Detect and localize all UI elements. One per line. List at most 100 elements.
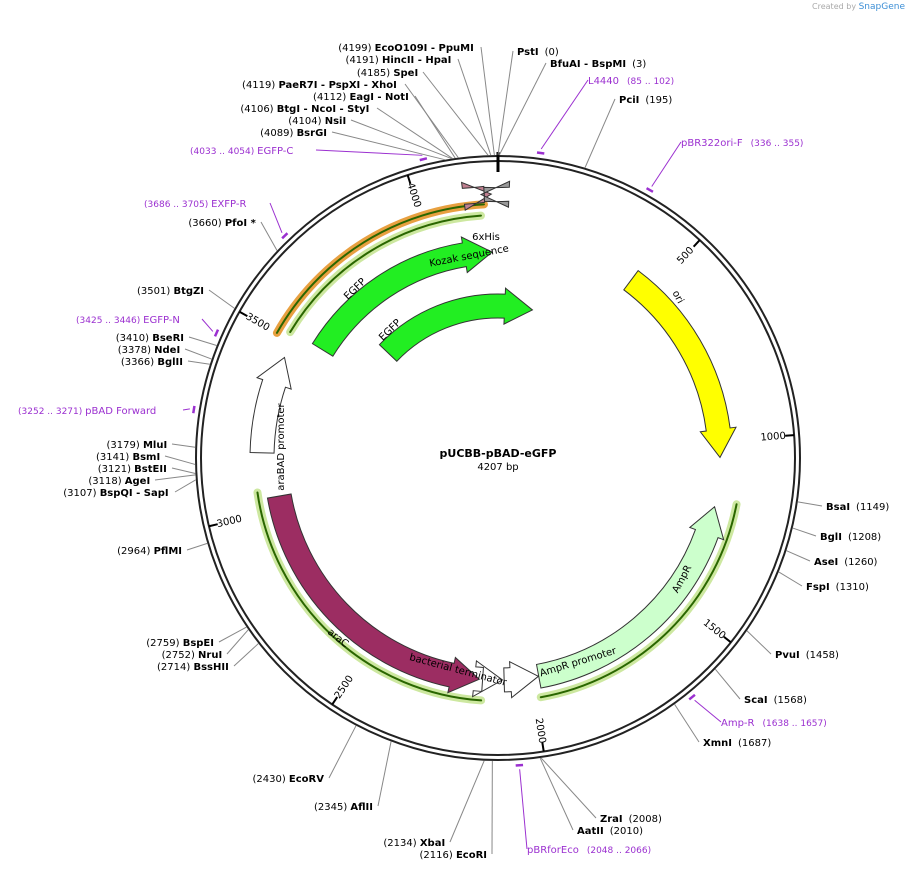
enzyme-site[interactable]: (2759) BspEI [146, 638, 214, 649]
feature-egfp-inner[interactable] [378, 287, 534, 362]
enzyme-connector [154, 474, 196, 481]
plasmid-length: 4207 bp [477, 462, 518, 473]
enzyme-site[interactable]: PciI(195) [619, 95, 672, 106]
enzyme-site[interactable]: AatII(2010) [577, 826, 643, 837]
enzyme-site[interactable]: (3378) NdeI [118, 345, 180, 356]
enzyme-position: (2008) [629, 814, 662, 825]
enzyme-site[interactable]: (3410) BseRI [116, 333, 184, 344]
enzyme-name: PaeR7I - PspXI - XhoI [278, 80, 396, 91]
selection-highlights [253, 200, 741, 705]
primer-site[interactable]: pBR322ori-F(336 .. 355) [681, 138, 803, 149]
snapgene-logo-text: SnapGene [858, 2, 905, 12]
enzyme-position: (2430) [252, 774, 288, 785]
enzyme-site[interactable]: ZraI(2008) [600, 814, 662, 825]
primer-site[interactable]: (3686 .. 3705) EXFP-R [144, 199, 246, 210]
enzyme-connector [164, 455, 196, 465]
enzyme-site[interactable]: (3501) BtgZI [137, 286, 204, 297]
enzyme-name: BssHII [193, 662, 228, 673]
tick-label-4000: 4000 [404, 181, 422, 209]
enzyme-site[interactable]: (3107) BspQI - SapI [63, 488, 168, 499]
enzyme-position: (1260) [844, 557, 877, 568]
egfp-highlight-line [289, 214, 482, 334]
primer-site[interactable]: (3252 .. 3271) pBAD Forward [18, 406, 156, 417]
enzyme-connector [584, 98, 616, 168]
enzyme-connector [233, 643, 259, 667]
feature-ampr-promoter[interactable] [503, 660, 540, 699]
enzyme-position: (1149) [856, 502, 889, 513]
enzyme-site[interactable]: (4119) PaeR7I - PspXI - XhoI [242, 80, 397, 91]
tick-label-1500: 1500 [701, 617, 728, 641]
enzyme-position: (1208) [848, 532, 881, 543]
feature-arac[interactable] [266, 493, 481, 694]
enzyme-name: SpeI [393, 68, 418, 79]
enzyme-site[interactable]: ScaI(1568) [744, 695, 807, 706]
enzyme-site[interactable]: BfuAI - BspMI (3) [550, 59, 646, 70]
primer-site[interactable]: pBRforEco(2048 .. 2066) [527, 845, 651, 856]
enzyme-position: (4112) [313, 92, 349, 103]
enzyme-site[interactable]: (4185) SpeI [357, 68, 418, 79]
feature-kozak-sequence[interactable] [479, 180, 511, 208]
enzyme-site[interactable]: (4112) EagI - NotI [313, 92, 409, 103]
enzyme-site[interactable]: BglI(1208) [820, 532, 881, 543]
primer-name: EGFP-N [143, 315, 180, 326]
enzyme-name: BfuAI - BspMI [550, 59, 626, 70]
primer-site[interactable]: Amp-R(1638 .. 1657) [721, 718, 827, 729]
enzyme-site[interactable]: BsaI(1149) [826, 502, 889, 513]
enzyme-site[interactable]: (2964) PflMI [117, 546, 182, 557]
primer-name: pBR322ori-F [681, 138, 743, 149]
enzyme-site[interactable]: (3121) BstEII [98, 464, 167, 475]
feature-ori[interactable] [623, 269, 737, 459]
tick-label-2000: 2000 [533, 717, 548, 744]
enzyme-site[interactable]: (2345) AflII [314, 802, 373, 813]
enzyme-site[interactable]: PvuI(1458) [775, 650, 839, 661]
primer-site[interactable]: (3425 .. 3446) EGFP-N [76, 315, 180, 326]
feature-egfp-outer[interactable] [311, 236, 494, 357]
primer-binding-mark [192, 405, 196, 414]
primer-site[interactable]: (4033 .. 4054) EGFP-C [190, 146, 293, 157]
enzyme-name: PflMI [154, 546, 182, 557]
primer-range: (85 .. 102) [627, 77, 674, 87]
enzyme-site[interactable]: (3660) PfoI * [188, 218, 256, 229]
enzyme-position: (3366) [121, 357, 157, 368]
enzyme-site[interactable]: FspI(1310) [806, 582, 869, 593]
enzyme-position: (3) [632, 59, 646, 70]
enzyme-site[interactable]: (2752) NruI [162, 650, 223, 661]
primer-range: (1638 .. 1657) [763, 719, 827, 729]
tick-mark-500 [692, 239, 701, 248]
primer-name: pBRforEco [527, 845, 579, 856]
feature-ampr[interactable] [535, 505, 725, 689]
primer-name: EGFP-C [257, 146, 293, 157]
enzyme-site[interactable]: (4089) BsrGI [260, 128, 327, 139]
enzyme-site[interactable]: (4106) BtgI - NcoI - StyI [240, 104, 369, 115]
primer-binding-mark [281, 232, 289, 240]
enzyme-site[interactable]: (4104) NsiI [288, 116, 346, 127]
enzyme-site[interactable]: XmnI(1687) [703, 738, 771, 749]
tick-mark-3500 [239, 310, 248, 318]
enzyme-site[interactable]: (3141) BsmI [96, 452, 160, 463]
primer-site[interactable]: L4440(85 .. 102) [588, 76, 674, 87]
feature-arabad-promoter[interactable] [249, 356, 292, 454]
enzyme-site[interactable]: PstI(0) [517, 47, 559, 58]
enzyme-site[interactable]: (2116) EcoRI [420, 850, 488, 861]
primer-binding-mark [536, 151, 545, 155]
enzyme-connector [797, 501, 823, 507]
enzyme-site[interactable]: (3366) BglII [121, 357, 183, 368]
enzyme-site[interactable]: (4191) HincII - HpaI [346, 55, 452, 66]
enzyme-site[interactable]: (2430) EcoRV [252, 774, 324, 785]
enzyme-name: BtgZI [173, 286, 204, 297]
tick-label-2500: 2500 [333, 674, 356, 701]
enzyme-site[interactable]: (3179) MluI [107, 440, 168, 451]
feature-bacterial-terminator[interactable] [472, 659, 504, 698]
enzyme-name: NdeI [154, 345, 180, 356]
enzyme-name: EcoRI [456, 850, 487, 861]
enzyme-site[interactable]: AseI (1260) [814, 557, 878, 568]
enzyme-site[interactable]: (2134) XbaI [383, 838, 445, 849]
enzyme-site[interactable]: (3118) AgeI [88, 476, 150, 487]
enzyme-connector [377, 741, 392, 807]
enzyme-site[interactable]: (4199) EcoO109I - PpuMI [338, 43, 474, 54]
enzyme-name: AseI [814, 557, 838, 568]
enzyme-position: (4185) [357, 68, 393, 79]
enzyme-name: PvuI [775, 650, 800, 661]
primer-range: (3252 .. 3271) [18, 407, 85, 417]
enzyme-site[interactable]: (2714) BssHII [157, 662, 229, 673]
